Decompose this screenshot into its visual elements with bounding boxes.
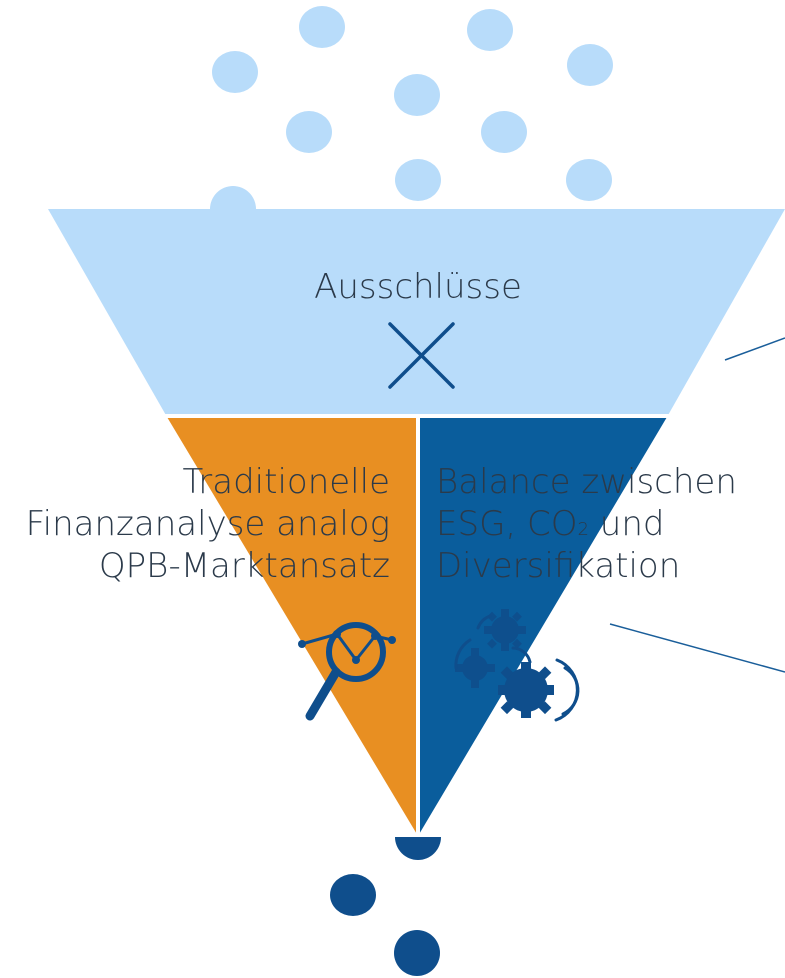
- pointer-line-top: [724, 337, 785, 361]
- funnel-top-section: [48, 209, 785, 417]
- input-dot: [286, 111, 332, 153]
- input-dots: [210, 6, 613, 209]
- output-dot: [330, 874, 376, 916]
- input-dot: [467, 9, 513, 51]
- cross-icon: [388, 322, 455, 389]
- magnifier-chart-icon: [298, 622, 396, 721]
- balance-text: Balance zwischen ESG, CO2 und Diversifik…: [436, 462, 737, 586]
- pointer-line-bottom: [609, 623, 785, 673]
- right-text-line-1: Balance zwischen: [436, 462, 737, 502]
- input-dot: [210, 186, 256, 209]
- right-text-line-3: Diversifikation: [436, 546, 680, 586]
- left-text-line-1: Traditionelle: [183, 462, 390, 502]
- right-text-line-2-prefix: ESG, CO: [436, 504, 578, 544]
- exclusions-label: Ausschlüsse: [314, 267, 522, 307]
- input-dot: [567, 44, 613, 86]
- output-dot: [394, 930, 440, 976]
- output-dot: [395, 837, 441, 860]
- output-dots: [330, 837, 441, 976]
- right-text-line-2-suffix: und: [589, 504, 665, 544]
- input-dot: [299, 6, 345, 48]
- input-dot: [394, 74, 440, 116]
- funnel-left-section: [167, 417, 418, 836]
- funnel-right-section: [418, 417, 667, 836]
- right-text-line-2-subscript: 2: [578, 519, 589, 540]
- right-text-line-2: ESG, CO2 und: [436, 504, 664, 544]
- left-text-line-3: QPB-Marktansatz: [99, 546, 390, 586]
- input-dot: [481, 111, 527, 153]
- traditional-analysis-text: Traditionelle Finanzanalyse analog QPB-M…: [26, 462, 390, 586]
- input-dot: [566, 159, 612, 201]
- input-dot: [395, 159, 441, 201]
- left-text-line-2: Finanzanalyse analog: [26, 504, 390, 544]
- input-dot: [212, 51, 258, 93]
